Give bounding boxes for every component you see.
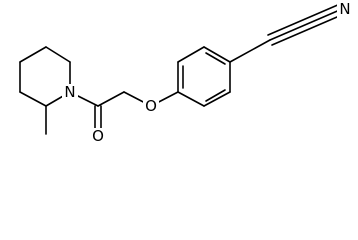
- atom-label-nitrile-nitrogen: N: [339, 0, 350, 18]
- bond-ring-c5-c6: [45, 46, 71, 63]
- bond-ar-inner-top: [205, 52, 226, 65]
- bond-aryl-nitrile-carbon: [229, 39, 271, 63]
- bond-ar-c2-c3: [177, 46, 205, 63]
- atom-label-ether-oxygen: O: [145, 97, 157, 115]
- bond-ring-c2-c3: [19, 91, 47, 107]
- bond-ar-c3-c4: [203, 46, 231, 63]
- molecule-drawing: N O O N: [19, 0, 351, 145]
- structure-canvas: N O O N: [19, 0, 351, 145]
- bond-ar-inner-bottom: [205, 89, 226, 102]
- bond-nitrile-triple-c: [271, 13, 345, 46]
- atom-label-carbonyl-oxygen: O: [92, 127, 104, 145]
- bond-carbonyl-ch2: [97, 91, 125, 107]
- bond-ar-c6-c1: [177, 91, 205, 107]
- atom-label-piperidine-nitrogen: N: [64, 83, 75, 101]
- bond-ring-c4-c5: [19, 46, 47, 63]
- bond-nitrile-triple-a: [269, 8, 343, 41]
- bond-nitrile-triple-b: [267, 3, 341, 36]
- bond-ar-c5-c6: [203, 91, 231, 107]
